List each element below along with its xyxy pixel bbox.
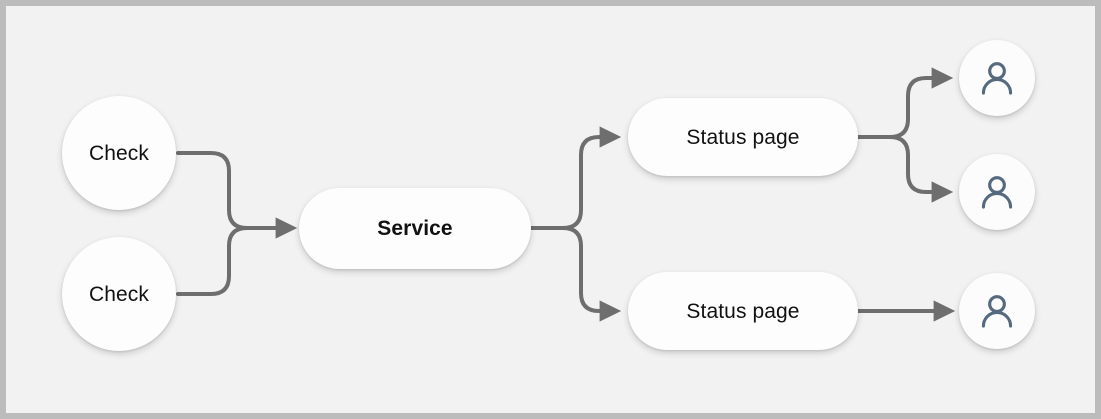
node-service[interactable]: Service: [299, 188, 531, 269]
diagram-canvas: Check Check Service Status page Status p…: [6, 6, 1095, 413]
edge-statuspage1-user2: [856, 135, 954, 203]
node-user-1[interactable]: [959, 40, 1035, 116]
user-icon: [975, 56, 1019, 100]
edge-layer: [176, 67, 956, 322]
node-user-2[interactable]: [959, 154, 1035, 230]
edge-service-statuspage1: [529, 126, 622, 230]
user-icon: [975, 289, 1019, 333]
user-icon: [975, 170, 1019, 214]
node-status-page-2[interactable]: Status page: [628, 272, 858, 350]
node-check-2-label: Check: [88, 282, 150, 306]
node-service-label: Service: [377, 217, 453, 240]
node-status-page-1[interactable]: Status page: [628, 98, 858, 176]
node-check-2[interactable]: Check: [62, 237, 176, 351]
edge-check1-service: [176, 151, 276, 230]
node-status-page-2-label: Status page: [686, 299, 800, 323]
edge-service-statuspage2: [529, 226, 622, 322]
node-user-3[interactable]: [959, 273, 1035, 349]
node-status-page-1-label: Status page: [686, 125, 800, 149]
edge-check2-service: [176, 226, 276, 296]
node-check-1[interactable]: Check: [62, 96, 176, 210]
edge-statuspage1-user1: [856, 67, 954, 139]
node-check-1-label: Check: [88, 141, 150, 165]
